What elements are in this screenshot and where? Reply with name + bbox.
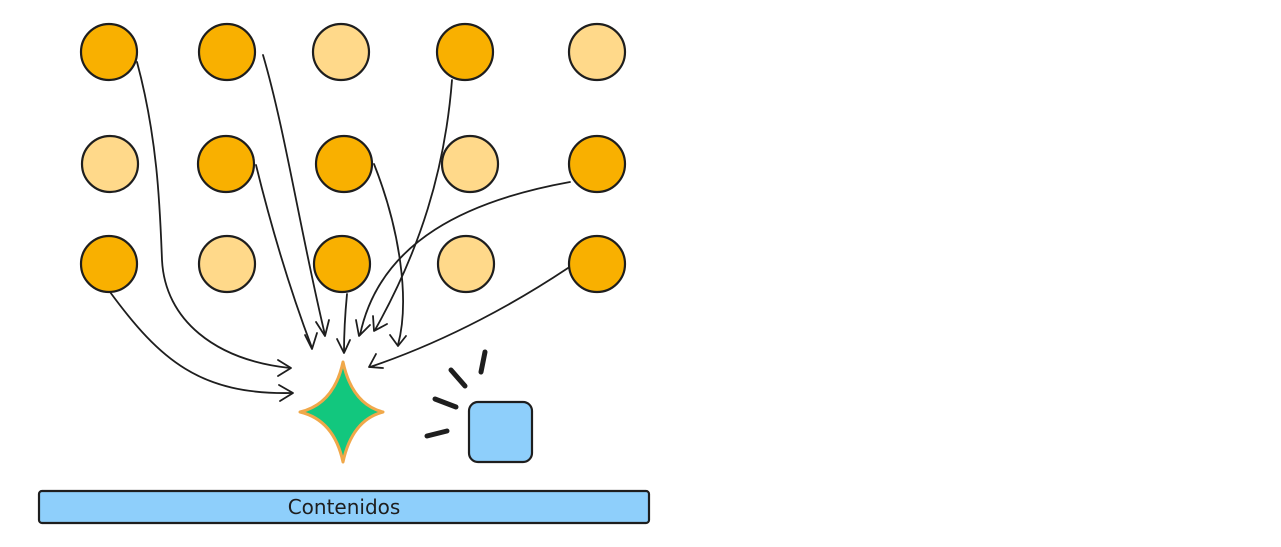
arrow-head	[304, 332, 318, 350]
dot-r3c2	[197, 234, 257, 294]
arrow-head	[277, 359, 292, 377]
sparkle-star-icon	[298, 360, 385, 464]
dot-r3c3	[312, 234, 372, 294]
dot-r2c1	[80, 134, 140, 194]
dot-r3c1	[79, 234, 139, 294]
arrow-r1c4-to-star	[374, 79, 453, 331]
dot-r1c5	[567, 22, 627, 82]
arrow-r1c2-to-star	[262, 54, 326, 336]
arrow-r2c5-to-star	[359, 181, 571, 336]
arrow-r3c3-to-star	[343, 293, 348, 353]
arrow-head	[355, 319, 371, 337]
dot-r1c1	[79, 22, 139, 82]
arrow-head	[336, 338, 351, 354]
dot-r2c4	[440, 134, 500, 194]
dot-grid	[79, 22, 627, 294]
banner-label: Contenidos	[288, 495, 401, 519]
dot-r3c5	[567, 234, 627, 294]
arrow-head	[315, 319, 330, 337]
arrow-head	[368, 353, 384, 369]
arrow-head	[278, 384, 294, 402]
dot-r1c3	[311, 22, 371, 82]
arrow-r1c1-to-star	[136, 61, 291, 369]
arrow-group	[109, 54, 571, 402]
motion-lines-icon	[424, 349, 488, 439]
arrow-r2c2-to-star	[255, 164, 313, 349]
arrow-r3c5-to-star	[369, 267, 569, 368]
dot-r2c2	[196, 134, 256, 194]
arrow-r2c3-to-star	[373, 163, 404, 346]
arrow-head	[372, 315, 388, 332]
dot-r1c2	[197, 22, 257, 82]
dot-r3c4	[436, 234, 496, 294]
arrow-r3c1-to-star	[109, 291, 293, 394]
banner-bar	[37, 489, 651, 525]
dot-r1c4	[435, 22, 495, 82]
rounded-square-icon	[467, 400, 534, 464]
arrow-head	[389, 334, 407, 347]
dot-r2c5	[567, 134, 627, 194]
content-banner: Contenidos	[37, 489, 651, 525]
dot-r2c3	[314, 134, 374, 194]
